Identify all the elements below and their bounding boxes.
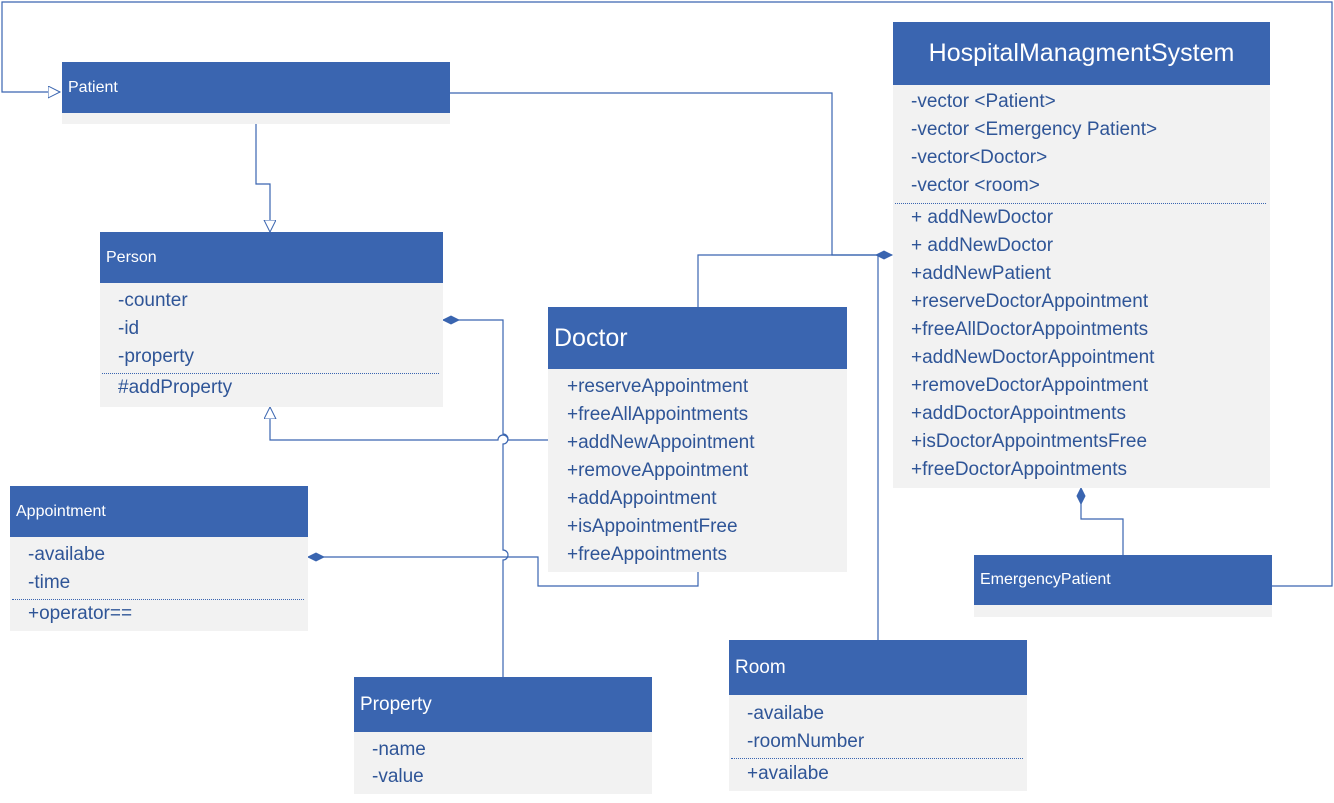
class-doctor[interactable]: Doctor +reserveAppointment +freeAllAppoi… [548, 307, 847, 572]
method: +freeAppointments [567, 544, 728, 565]
attribute: -roomNumber [747, 731, 865, 752]
class-emergency-patient[interactable]: EmergencyPatient [974, 555, 1272, 617]
method: +reserveAppointment [567, 376, 749, 397]
class-header: Doctor [548, 307, 847, 369]
class-header: Person [100, 232, 443, 283]
patient-to-hms-line [450, 92, 892, 255]
class-property[interactable]: Property -name -value [354, 677, 652, 794]
class-header: HospitalManagmentSystem [893, 22, 1270, 85]
attribute: -availabe [747, 703, 825, 724]
attribute: -name [372, 739, 426, 760]
emergency-to-hms-line [1081, 488, 1124, 555]
class-header: Appointment [10, 486, 308, 537]
class-hospital-managment-system[interactable]: HospitalManagmentSystem -vector <Patient… [893, 22, 1270, 488]
class-person[interactable]: Person -counter -id -property #addProper… [100, 232, 443, 407]
class-appointment[interactable]: Appointment -availabe -time +operator== [10, 486, 308, 631]
doctor-to-hms-line [697, 254, 880, 307]
method: +addAppointment [567, 488, 717, 509]
method: +freeAllAppointments [567, 404, 749, 425]
attribute: -id [118, 318, 140, 339]
method: +isDoctorAppointmentsFree [911, 431, 1148, 452]
class-name: Person [106, 248, 157, 266]
method: + addNewDoctor [911, 235, 1054, 256]
attribute: -counter [118, 290, 188, 311]
method: +removeAppointment [567, 460, 749, 481]
class-name: Property [360, 693, 432, 715]
attribute: -vector <room> [911, 175, 1040, 196]
section-divider [12, 599, 304, 600]
class-name: HospitalManagmentSystem [928, 39, 1235, 67]
method: +freeDoctorAppointments [911, 459, 1127, 480]
method: #addProperty [118, 377, 233, 398]
section-divider [102, 373, 439, 374]
class-header: Room [729, 640, 1027, 695]
method: +addNewPatient [911, 263, 1051, 284]
class-header: Patient [62, 62, 450, 113]
method: +addNewDoctorAppointment [911, 347, 1155, 368]
attribute: -property [118, 346, 195, 367]
method: + addNewDoctor [911, 207, 1054, 228]
attribute: -availabe [28, 544, 106, 565]
method: +freeAllDoctorAppointments [911, 319, 1149, 340]
class-header: EmergencyPatient [974, 555, 1272, 605]
method: +availabe [747, 763, 829, 784]
class-name: Appointment [16, 502, 106, 520]
emergency-to-patient-line [1, 1, 1333, 587]
method: +addDoctorAppointments [911, 403, 1126, 424]
class-header: Property [354, 677, 652, 732]
attribute: -vector <Emergency Patient> [911, 119, 1158, 140]
patient-to-person-line [255, 124, 270, 232]
method: +addNewAppointment [567, 432, 755, 453]
method: +removeDoctorAppointment [911, 375, 1149, 396]
method: +reserveDoctorAppointment [911, 291, 1149, 312]
attribute: -vector<Doctor> [911, 147, 1048, 168]
class-patient[interactable]: Patient [62, 62, 450, 124]
doctor-to-appointment-line [308, 557, 699, 587]
section-divider [895, 203, 1266, 204]
attribute: -time [28, 572, 71, 593]
attribute: -vector <Patient> [911, 91, 1056, 112]
attribute: -value [372, 766, 424, 787]
property-to-person-line [443, 320, 509, 677]
class-room[interactable]: Room -availabe -roomNumber +availabe [729, 640, 1027, 791]
class-name: Patient [68, 78, 118, 96]
method: +isAppointmentFree [567, 516, 738, 537]
class-name: Doctor [554, 323, 628, 352]
class-name: Room [735, 656, 786, 678]
class-name: EmergencyPatient [980, 571, 1111, 588]
method: +operator== [28, 603, 133, 624]
section-divider [731, 758, 1023, 759]
